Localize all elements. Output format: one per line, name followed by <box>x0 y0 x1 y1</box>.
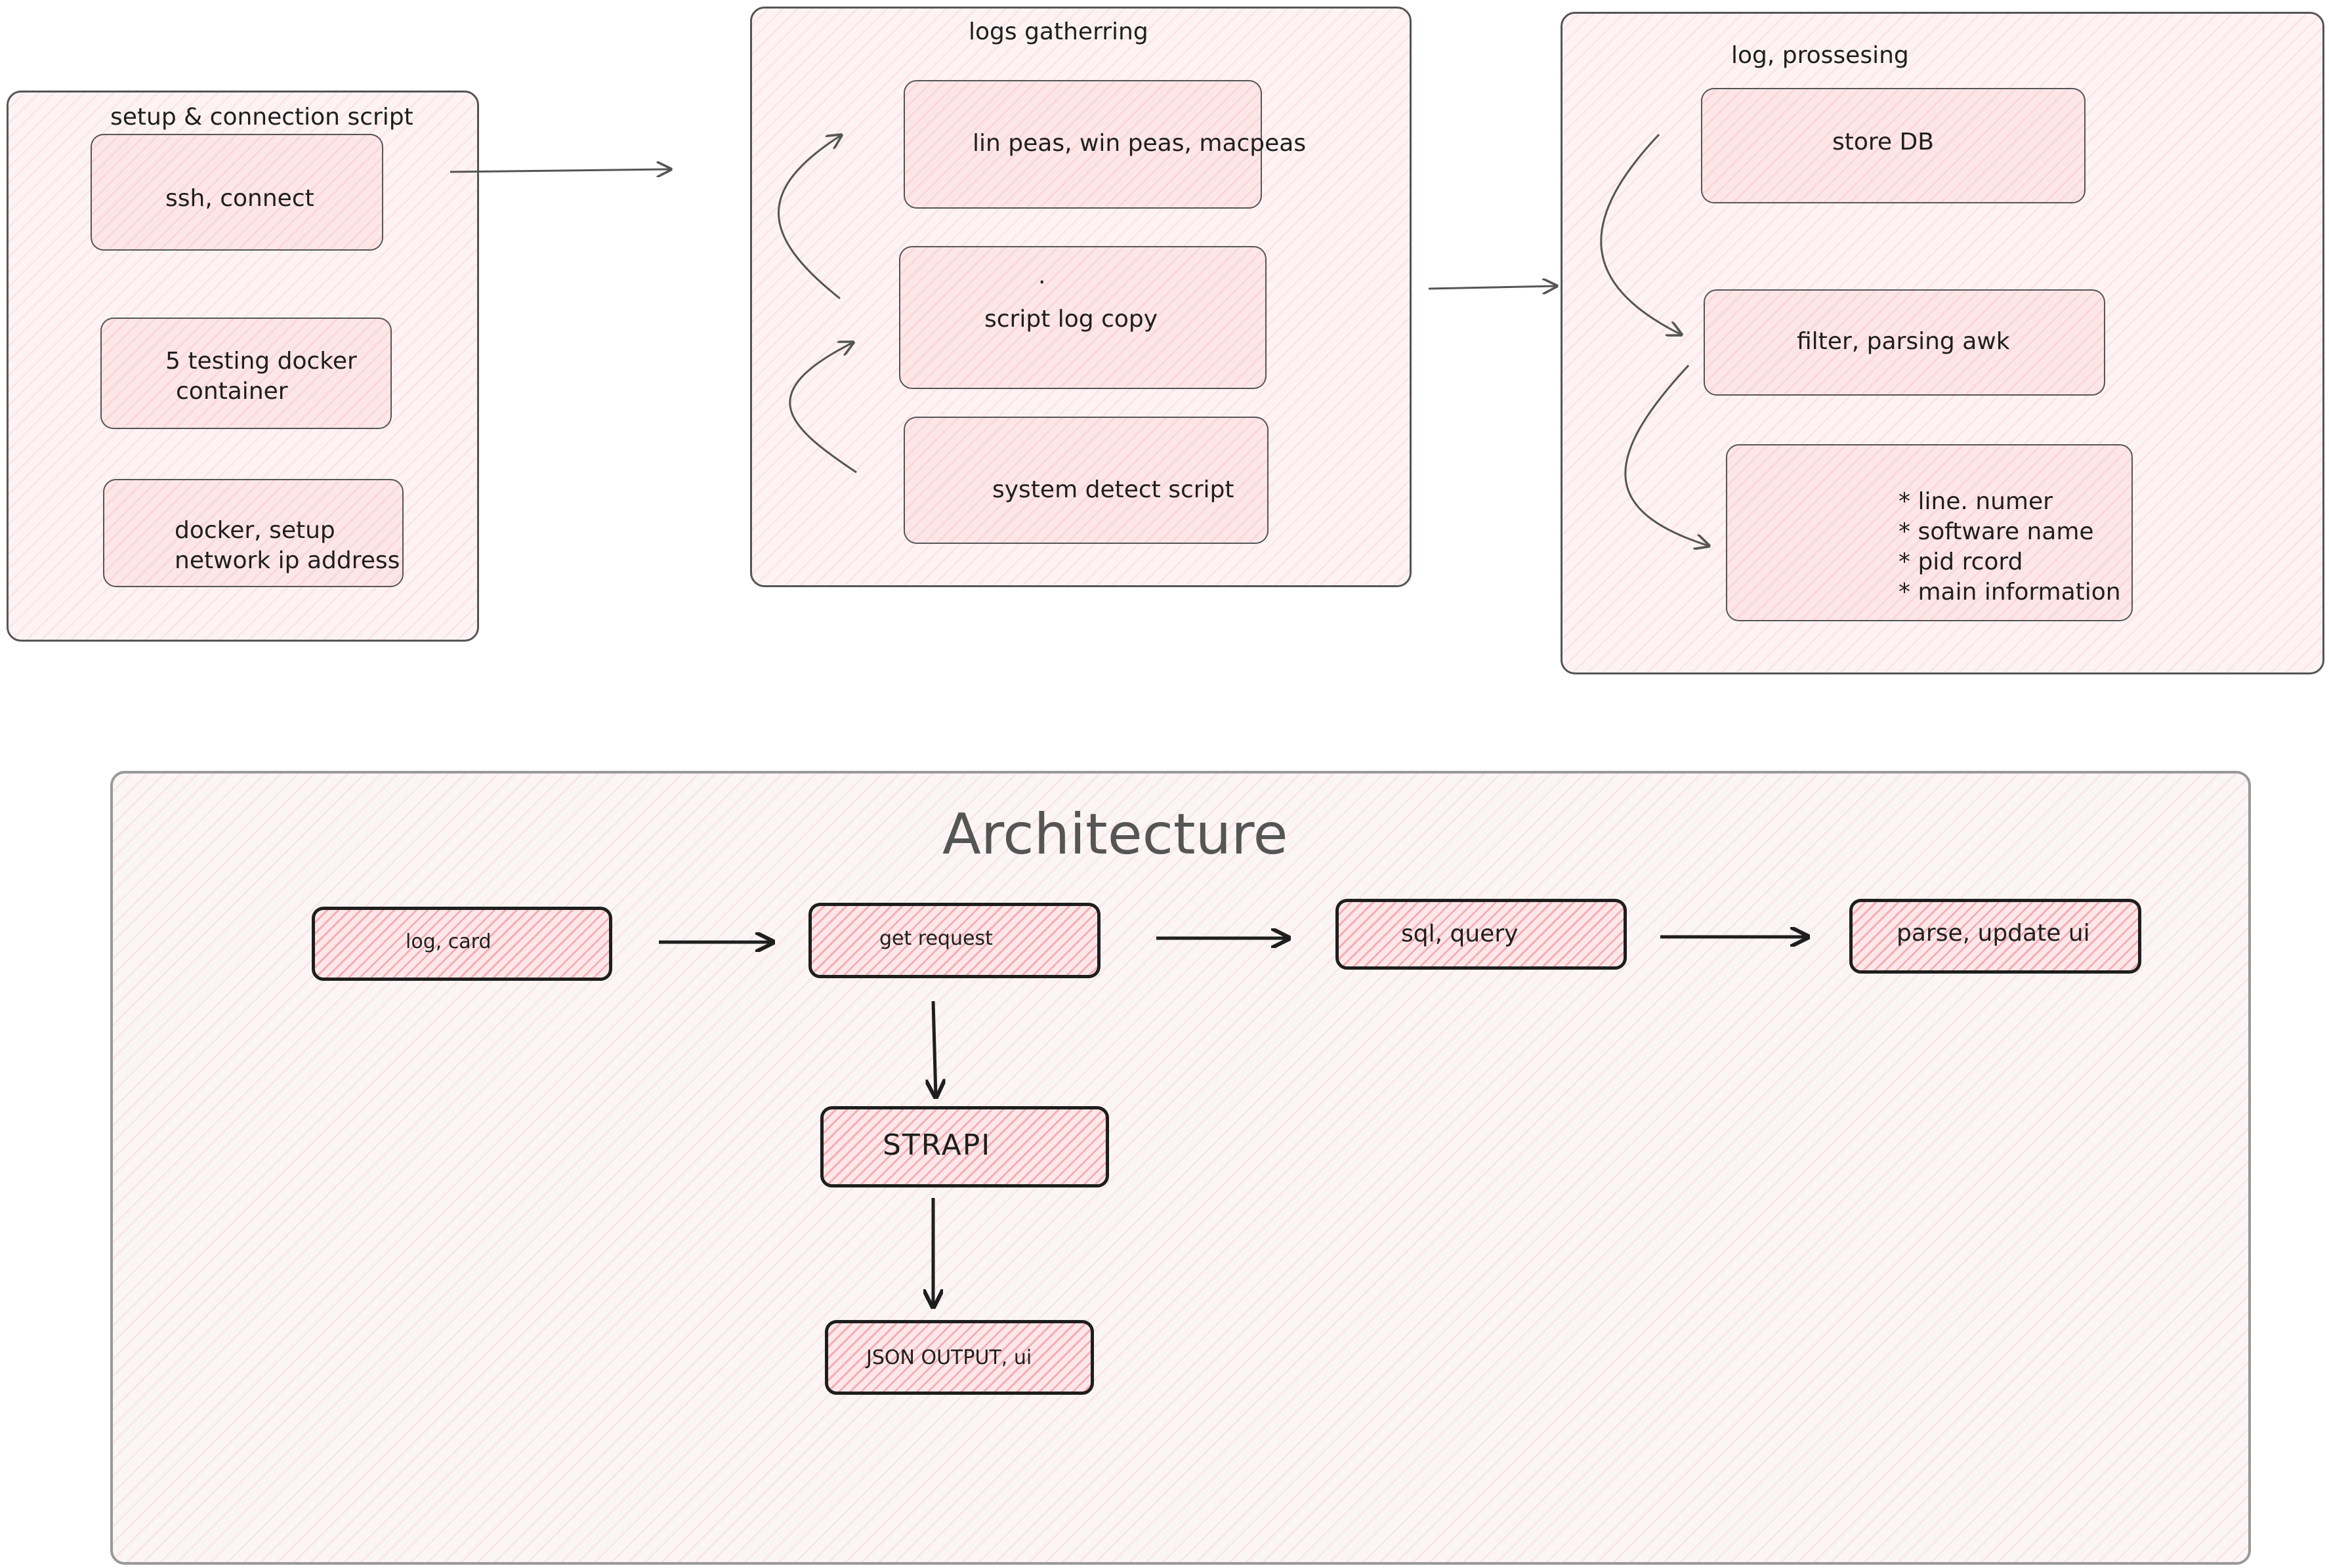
gathering-panel-title: logs gatherring <box>969 18 1148 45</box>
info-list-item: * line. numer <box>1899 488 2053 515</box>
architecture-panel <box>110 771 2251 1565</box>
store-db-label: store DB <box>1832 129 1934 155</box>
log-card-node[interactable] <box>312 907 612 981</box>
get-request-node[interactable] <box>808 903 1101 978</box>
setup-to-gathering-arrow <box>450 169 671 172</box>
docker-container-box[interactable] <box>100 318 392 429</box>
info-list-box[interactable] <box>1726 444 2133 621</box>
json-output-label: JSON OUTPUT, ui <box>866 1346 1032 1369</box>
info-list-item: * main information <box>1899 579 2121 606</box>
docker-network-box[interactable] <box>103 479 404 587</box>
strapi-node[interactable] <box>820 1106 1109 1187</box>
sql-query-node[interactable] <box>1335 899 1627 970</box>
store-db-box[interactable] <box>1701 88 2086 203</box>
store-to-filter-curve <box>1600 133 1681 335</box>
log-card-label: log, card <box>406 930 492 953</box>
docker-network-line-2: network ip address <box>175 547 400 574</box>
docker-container-line-2: container <box>176 378 288 405</box>
copy-to-peas-curve <box>778 135 841 300</box>
detect-to-copy-curve <box>789 342 857 474</box>
processing-panel-title: log, prossesing <box>1731 42 1909 69</box>
docker-network-label: docker, setup network ip address <box>175 516 400 576</box>
filter-parsing-label: filter, parsing awk <box>1797 328 2010 355</box>
info-list-item: * software name <box>1899 518 2094 545</box>
peas-box[interactable] <box>904 80 1262 209</box>
parse-update-label: parse, update ui <box>1897 920 2090 947</box>
docker-container-line-1: 5 testing docker <box>165 348 357 375</box>
info-list-item: * pid rcord <box>1899 548 2023 575</box>
docker-container-label: 5 testing docker container <box>165 346 357 407</box>
gathering-to-processing-arrow <box>1428 286 1557 289</box>
script-log-copy-dot: . <box>1038 262 1046 289</box>
filter-to-list-curve <box>1624 364 1709 546</box>
info-list: * line. numer * software name * pid rcor… <box>1899 487 2121 608</box>
ssh-connect-box[interactable] <box>91 134 383 251</box>
setup-panel-title: setup & connection script <box>110 104 413 131</box>
get-request-label: get request <box>879 927 993 950</box>
system-detect-box[interactable] <box>904 417 1269 544</box>
system-detect-label: system detect script <box>992 476 1234 503</box>
sql-query-label: sql, query <box>1401 920 1519 947</box>
filter-parsing-box[interactable] <box>1704 289 2105 396</box>
script-log-copy-label: script log copy <box>984 306 1158 333</box>
docker-network-line-1: docker, setup <box>175 517 335 544</box>
json-output-node[interactable] <box>825 1320 1094 1395</box>
peas-label: lin peas, win peas, macpeas <box>973 130 1307 157</box>
parse-update-node[interactable] <box>1849 899 2141 974</box>
script-log-copy-box[interactable] <box>899 246 1267 389</box>
strapi-label: STRAPI <box>883 1128 992 1162</box>
get-request-to-strapi-arrow <box>933 1001 936 1097</box>
ssh-connect-label: ssh, connect <box>165 185 314 212</box>
architecture-title: Architecture <box>942 802 1288 867</box>
